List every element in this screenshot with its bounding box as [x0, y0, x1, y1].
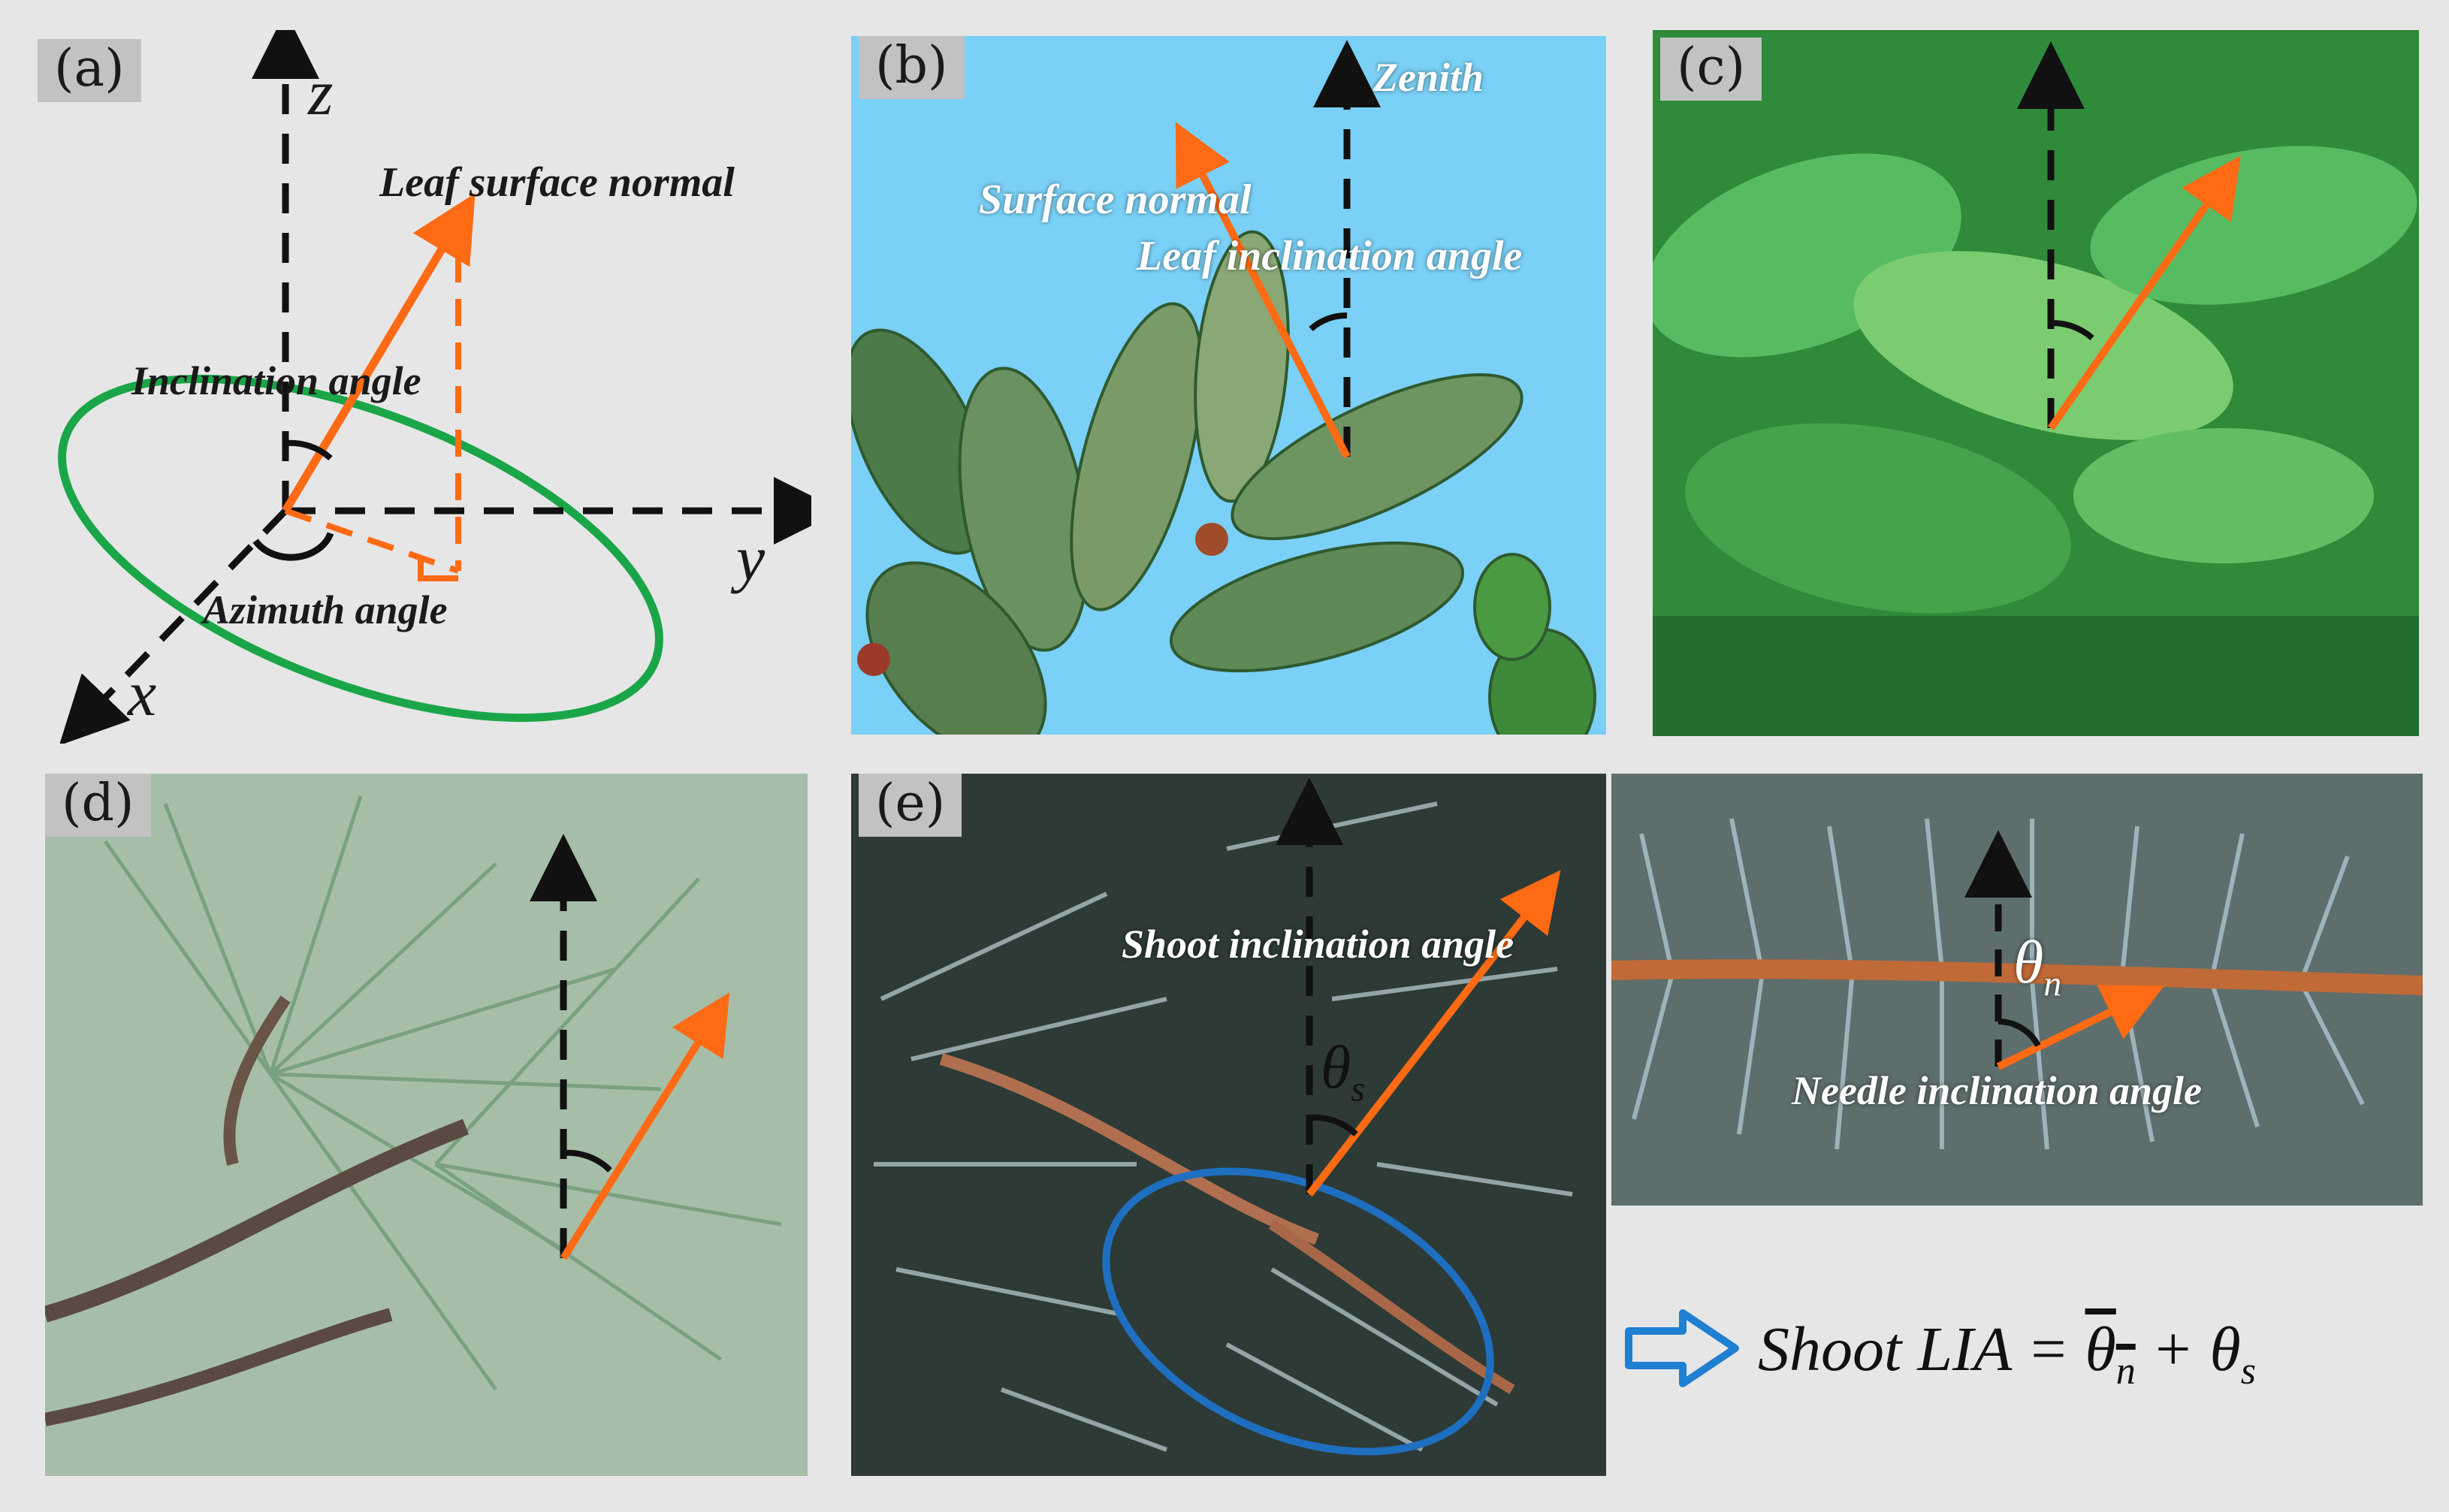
needle-inclination-arc	[1998, 1019, 2041, 1047]
panel-b-leaf-photo: (b) Zenith Surface normal Leaf inclinati…	[851, 36, 1606, 735]
axes-diagram	[58, 30, 811, 744]
theta-n-label: θn	[2013, 931, 2061, 1002]
y-axis-label: y	[736, 522, 766, 594]
panel-e-tag: (e)	[859, 774, 962, 837]
pine-needle-arrow	[560, 992, 730, 1260]
formula-theta-n: θ	[2085, 1314, 2116, 1384]
pine-needle-arc	[563, 1149, 612, 1172]
shoot-lia-formula: Shoot LIA = θn + θs	[1758, 1318, 2256, 1391]
panel-c-tag: (c)	[1660, 38, 1762, 101]
leaf-normal-arrow	[282, 193, 476, 513]
projection-base	[284, 508, 460, 574]
needle-inclination-angle-label: Needle inclination angle	[1792, 1068, 2202, 1113]
leaf-illustration	[851, 40, 1596, 735]
shoot-inclination-arc	[1309, 1114, 1358, 1136]
shoot-inclination-angle-label: Shoot inclination angle	[1122, 922, 1514, 967]
panel-c-scale-leaf-photo: (c)	[1653, 30, 2419, 736]
theta-n-sub: n	[2043, 964, 2062, 1004]
x-axis-label: x	[128, 657, 157, 729]
leaf-inclination-angle-label: Leaf inclination angle	[1137, 233, 1523, 279]
surface-normal-label: Surface normal	[979, 177, 1252, 223]
spruce-shoot-illustration	[874, 777, 1573, 1456]
theta-s-sub: s	[1351, 1069, 1365, 1109]
formula-lhs: Shoot LIA =	[1758, 1314, 2085, 1384]
panel-e-spruce-shoot-photo: (e) Shoot inclination angle θs	[851, 774, 1606, 1476]
panel-e-needle-detail-photo: θn Needle inclination angle	[1611, 774, 2423, 1206]
hollow-right-arrow-icon	[1625, 1309, 1739, 1387]
shoot-ellipse	[1102, 1167, 1494, 1456]
inclination-angle-label: Inclination angle	[131, 358, 421, 403]
pine-needle-illustration	[45, 795, 782, 1426]
scale-leaf-arc	[2050, 319, 2094, 341]
panel-a-axes-schematic: (a) z y x Leaf surface normal Inclinatio…	[30, 30, 811, 744]
azimuth-arc	[252, 532, 334, 561]
leaf-inclination-arc	[1309, 312, 1348, 332]
azimuth-angle-label: Azimuth angle	[203, 587, 448, 632]
shoot-arrow	[1306, 870, 1561, 1197]
surface-normal-arrow	[1175, 122, 1351, 459]
inclination-arc	[285, 439, 333, 461]
needle-arrow	[1996, 985, 2164, 1070]
formula-plus-theta: + θ	[2135, 1314, 2241, 1384]
theta-s-label: θs	[1321, 1037, 1365, 1107]
theta-n-base: θ	[2013, 928, 2044, 996]
leaf-surface-normal-label: Leaf surface normal	[379, 159, 735, 206]
theta-s-base: θ	[1321, 1033, 1351, 1101]
panel-b-tag: (b)	[859, 36, 965, 99]
leaf-ellipse	[58, 374, 663, 723]
z-axis-label: z	[308, 56, 334, 128]
panel-d-pine-needle-photo: (d)	[45, 774, 808, 1476]
right-angle-mark	[418, 556, 458, 581]
scale-leaf-illustration	[1653, 30, 2419, 736]
formula-sub-s: s	[2240, 1349, 2256, 1393]
zenith-label: Zenith	[1373, 55, 1484, 100]
needle-detail-illustration	[1611, 818, 2423, 1150]
panel-d-tag: (d)	[45, 774, 151, 837]
scale-leaf-normal-arrow	[2047, 155, 2241, 430]
panel-a-tag: (a)	[38, 39, 141, 102]
formula-sub-n: n	[2115, 1349, 2136, 1393]
